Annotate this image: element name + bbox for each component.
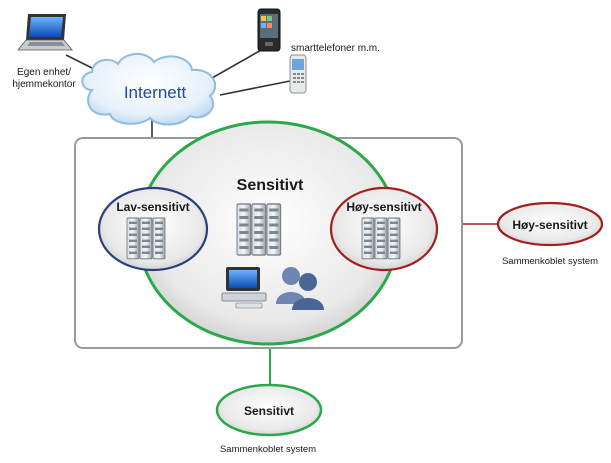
external-high-sensitive-label: Høy-sensitivt [512,218,587,232]
sensitive-title: Sensitivt [237,177,304,194]
smartphones-label: smarttelefoner m.m. [291,43,380,54]
internet-label: Internett [124,83,187,102]
users-icon [276,267,324,310]
external-high-sensitive-node [496,201,604,247]
high-sensitive-server-icon [361,217,401,260]
external-sensitive-label: Sensitivt [244,404,294,418]
external-sensitive-caption: Sammenkoblet system [220,444,316,455]
own-device-label-line2: hjemmekontor [12,79,76,90]
low-sensitive-title: Lav-sensitivt [116,200,189,214]
external-high-sensitive-caption: Sammenkoblet system [502,256,598,267]
sensitive-server-icon [236,203,282,256]
smartphone-icon [257,8,281,52]
mobile-phone-icon [289,54,307,94]
own-device-label-line1: Egen enhet/ [17,67,71,78]
line-internet-smartphone [204,44,271,83]
low-sensitive-server-icon [126,217,166,260]
external-sensitive-node [215,383,323,437]
laptop-icon [17,14,73,51]
workstation-icon [221,267,267,309]
high-sensitive-title: Høy-sensitivt [346,200,421,214]
line-internet-mobile [219,80,291,96]
internet-cloud-icon [81,53,217,126]
